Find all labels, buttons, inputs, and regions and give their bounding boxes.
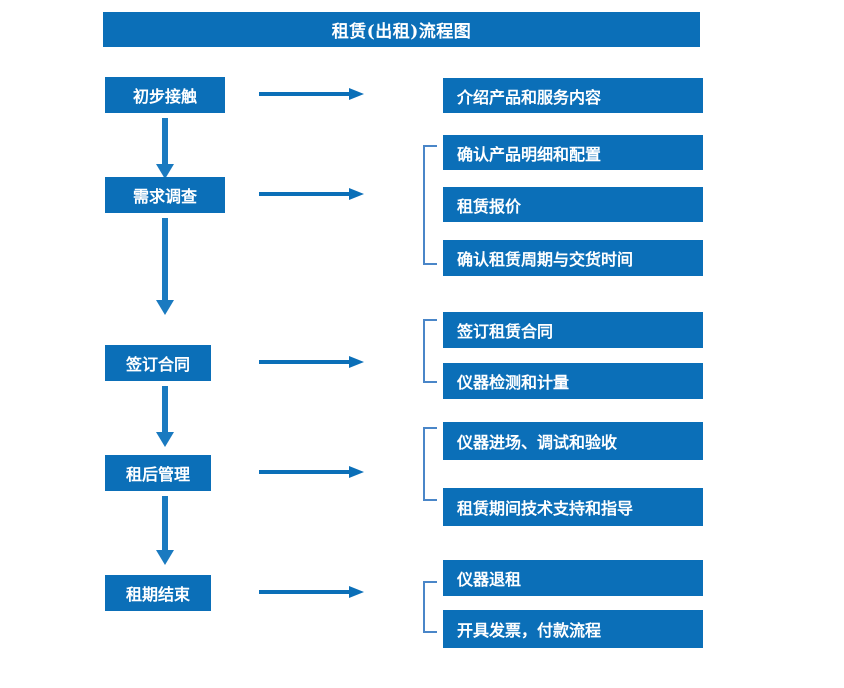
detail-label-8: 租赁期间技术支持和指导 xyxy=(457,499,634,518)
detail-box-4[interactable]: 确认租赁周期与交货时间 xyxy=(443,240,703,276)
horizontal-arrow-3 xyxy=(259,356,364,368)
detail-box-10[interactable]: 开具发票，付款流程 xyxy=(443,610,703,648)
stage-label-3: 签订合同 xyxy=(125,355,190,374)
detail-label-4: 确认租赁周期与交货时间 xyxy=(457,250,634,269)
stage-label-1: 初步接触 xyxy=(132,87,197,106)
detail-box-1[interactable]: 介绍产品和服务内容 xyxy=(443,78,703,113)
stage-label-5: 租期结束 xyxy=(125,585,190,604)
detail-box-5[interactable]: 签订租赁合同 xyxy=(443,312,703,348)
detail-label-7: 仪器进场、调试和验收 xyxy=(457,433,618,452)
stage-box-5[interactable]: 租期结束 xyxy=(105,575,211,611)
detail-box-8[interactable]: 租赁期间技术支持和指导 xyxy=(443,488,703,526)
detail-label-3: 租赁报价 xyxy=(457,196,522,216)
detail-label-2: 确认产品明细和配置 xyxy=(457,144,602,164)
vertical-arrow-4 xyxy=(156,496,174,565)
horizontal-arrow-5 xyxy=(259,586,364,598)
group-bracket-2 xyxy=(423,145,437,265)
vertical-arrow-1 xyxy=(156,118,174,179)
detail-label-10: 开具发票，付款流程 xyxy=(457,621,602,640)
stage-box-3[interactable]: 签订合同 xyxy=(105,345,211,381)
horizontal-arrow-4 xyxy=(259,466,364,478)
stage-label-4: 租后管理 xyxy=(125,465,190,484)
group-bracket-4 xyxy=(423,427,437,501)
stage-box-1[interactable]: 初步接触 xyxy=(105,77,225,113)
detail-label-1: 介绍产品和服务内容 xyxy=(457,87,602,107)
detail-box-2[interactable]: 确认产品明细和配置 xyxy=(443,135,703,170)
group-bracket-5 xyxy=(423,581,437,633)
stage-box-2[interactable]: 需求调查 xyxy=(105,177,225,213)
detail-label-9: 仪器退租 xyxy=(457,570,522,589)
chart-title-banner: 租赁(出租)流程图 xyxy=(103,12,700,47)
horizontal-arrow-1 xyxy=(259,88,364,100)
stage-label-2: 需求调查 xyxy=(132,187,197,206)
detail-label-6: 仪器检测和计量 xyxy=(457,373,570,392)
vertical-arrow-3 xyxy=(156,386,174,447)
group-bracket-3 xyxy=(423,319,437,383)
detail-box-3[interactable]: 租赁报价 xyxy=(443,187,703,222)
chart-title: 租赁(出租)流程图 xyxy=(331,22,472,42)
horizontal-arrow-2 xyxy=(259,188,364,200)
detail-label-5: 签订租赁合同 xyxy=(457,322,554,341)
detail-box-6[interactable]: 仪器检测和计量 xyxy=(443,363,703,399)
vertical-arrow-2 xyxy=(156,218,174,315)
detail-box-9[interactable]: 仪器退租 xyxy=(443,560,703,596)
detail-box-7[interactable]: 仪器进场、调试和验收 xyxy=(443,422,703,460)
stage-box-4[interactable]: 租后管理 xyxy=(105,455,211,491)
